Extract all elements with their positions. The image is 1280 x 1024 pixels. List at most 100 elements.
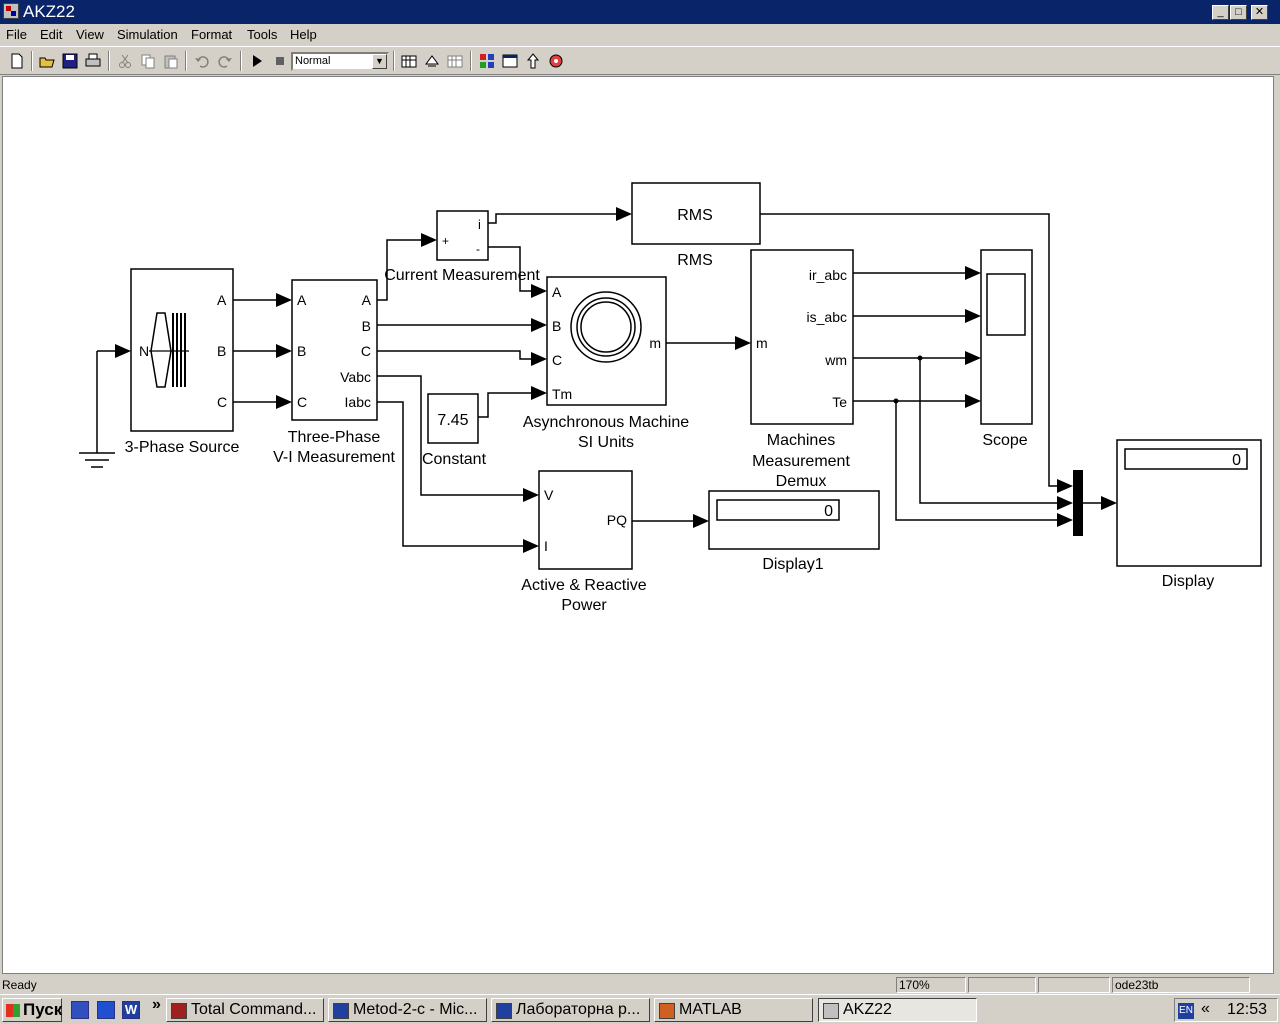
vi-out-vabc: Vabc [340, 369, 371, 385]
tray-chevron-icon[interactable]: « [1201, 1000, 1210, 1017]
close-button[interactable]: ✕ [1251, 5, 1268, 20]
pq-label-2: Power [561, 597, 607, 614]
vi-out-b: B [362, 318, 371, 334]
display1-block[interactable]: 0 Display1 [708, 490, 880, 573]
pq-in-v: V [544, 487, 554, 503]
quicklaunch-save-icon[interactable] [71, 1001, 89, 1019]
menu-tools[interactable]: Tools [247, 27, 278, 42]
task-total-commander[interactable]: Total Command... [166, 998, 324, 1022]
status-ready: Ready [2, 978, 37, 992]
display-label: Display [1162, 573, 1214, 590]
cut-icon[interactable] [116, 52, 134, 70]
chevron-down-icon[interactable]: ▼ [372, 54, 387, 69]
current-plus: + [442, 234, 449, 248]
pq-in-i: I [544, 538, 548, 554]
signal-arrowheads [115, 207, 1117, 553]
rms-block[interactable]: RMS RMS [631, 182, 761, 269]
machine-in-tm: Tm [552, 386, 572, 402]
machine-out-m: m [649, 335, 661, 351]
model-canvas[interactable]: N A B C 3-Phase Source A B C A B C Vabc … [2, 76, 1274, 974]
scope-block[interactable]: Scope [980, 249, 1033, 449]
vi-measurement-block[interactable]: A B C A B C Vabc Iabc Three-Phase V-I Me… [273, 279, 395, 466]
demux-label-3: Demux [776, 473, 827, 490]
copy-icon[interactable] [139, 52, 157, 70]
pq-out: PQ [607, 512, 627, 528]
demux-label-1: Machines [767, 432, 835, 449]
debugger-icon[interactable] [547, 52, 565, 70]
task-metod-word[interactable]: Metod-2-c - Mic... [328, 998, 487, 1022]
display-value: 0 [1232, 452, 1241, 469]
constant-value: 7.45 [437, 412, 468, 429]
source-port-c: C [217, 394, 227, 410]
quicklaunch-chevron-icon[interactable]: » [152, 996, 161, 1013]
windows-flag-icon [6, 1004, 20, 1017]
model-explorer-icon[interactable] [501, 52, 519, 70]
save-icon[interactable] [61, 52, 79, 70]
machine-in-c: C [552, 352, 562, 368]
mux-block[interactable] [1073, 470, 1083, 536]
menu-file[interactable]: File [6, 27, 27, 42]
stop-simulation-icon[interactable] [271, 52, 289, 70]
current-minus: - [476, 242, 480, 256]
quicklaunch-app-icon[interactable] [97, 1001, 115, 1019]
pq-label-1: Active & Reactive [521, 577, 646, 594]
menu-simulation[interactable]: Simulation [117, 27, 178, 42]
menu-edit[interactable]: Edit [40, 27, 63, 42]
task-matlab[interactable]: MATLAB [654, 998, 813, 1022]
active-reactive-power-block[interactable]: V I PQ Active & Reactive Power [521, 470, 647, 614]
simulink-app-icon[interactable] [3, 3, 19, 19]
build-icon[interactable] [423, 52, 441, 70]
status-bar: Ready 170% ode23tb [0, 976, 1280, 994]
display-block[interactable]: 0 Display [1116, 439, 1262, 590]
machine-in-a: A [552, 284, 562, 300]
vi-out-c: C [361, 343, 371, 359]
machines-measurement-demux-block[interactable]: m ir_abc is_abc wm Te Machines Measureme… [750, 249, 854, 490]
library-browser-icon[interactable] [478, 52, 496, 70]
new-model-icon[interactable] [8, 52, 26, 70]
clock: 12:53 [1227, 1001, 1268, 1018]
three-phase-source-block[interactable]: N A B C 3-Phase Source [125, 268, 240, 456]
undo-icon[interactable] [193, 52, 211, 70]
demux-label-2: Measurement [752, 453, 850, 470]
current-measurement-block[interactable]: + - i Current Measurement [384, 210, 540, 284]
start-button[interactable]: Пуск [2, 998, 62, 1022]
status-zoom: 170% [896, 977, 966, 993]
toolbar: Normal ▼ [0, 46, 1280, 75]
maximize-button[interactable]: □ [1230, 5, 1247, 20]
current-out-i: i [478, 217, 481, 232]
open-icon[interactable] [38, 52, 56, 70]
paste-icon[interactable] [162, 52, 180, 70]
quicklaunch-word-icon[interactable]: W [122, 1001, 140, 1019]
vi-out-iabc: Iabc [345, 394, 371, 410]
signal-lines [97, 213, 1102, 547]
task-akz22[interactable]: AKZ22 [818, 998, 977, 1022]
constant-block[interactable]: 7.45 Constant [422, 393, 487, 468]
menu-help[interactable]: Help [290, 27, 317, 42]
vi-measurement-label-2: V-I Measurement [273, 449, 395, 466]
print-icon[interactable] [84, 52, 102, 70]
start-simulation-icon[interactable] [248, 52, 266, 70]
vi-in-b: B [297, 343, 306, 359]
update-diagram-icon[interactable] [446, 52, 464, 70]
minimize-button[interactable]: _ [1212, 5, 1229, 20]
machine-label-2: SI Units [578, 434, 634, 451]
go-to-parent-icon[interactable] [524, 52, 542, 70]
vi-in-a: A [297, 292, 307, 308]
simulation-mode-value: Normal [295, 55, 331, 67]
vi-in-c: C [297, 394, 307, 410]
simulation-mode-select[interactable]: Normal ▼ [291, 52, 389, 71]
taskbar: Пуск W » Total Command... Metod-2-c - Mi… [0, 994, 1280, 1024]
rms-block-text: RMS [677, 207, 713, 224]
model-properties-icon[interactable] [400, 52, 418, 70]
menu-view[interactable]: View [76, 27, 104, 42]
language-indicator[interactable]: EN [1178, 1003, 1194, 1019]
redo-icon[interactable] [216, 52, 234, 70]
menu-format[interactable]: Format [191, 27, 233, 42]
status-cell-empty-1 [968, 977, 1036, 993]
demux-out-wm: wm [824, 352, 847, 368]
task-laboratorna-word[interactable]: Лабораторна р... [491, 998, 650, 1022]
machine-in-b: B [552, 318, 561, 334]
ground-symbol [79, 351, 115, 468]
menu-bar: File Edit View Simulation Format Tools H… [0, 24, 1280, 45]
asynchronous-machine-block[interactable]: A B C Tm m Asynchronous Machine SI Units [523, 276, 689, 451]
